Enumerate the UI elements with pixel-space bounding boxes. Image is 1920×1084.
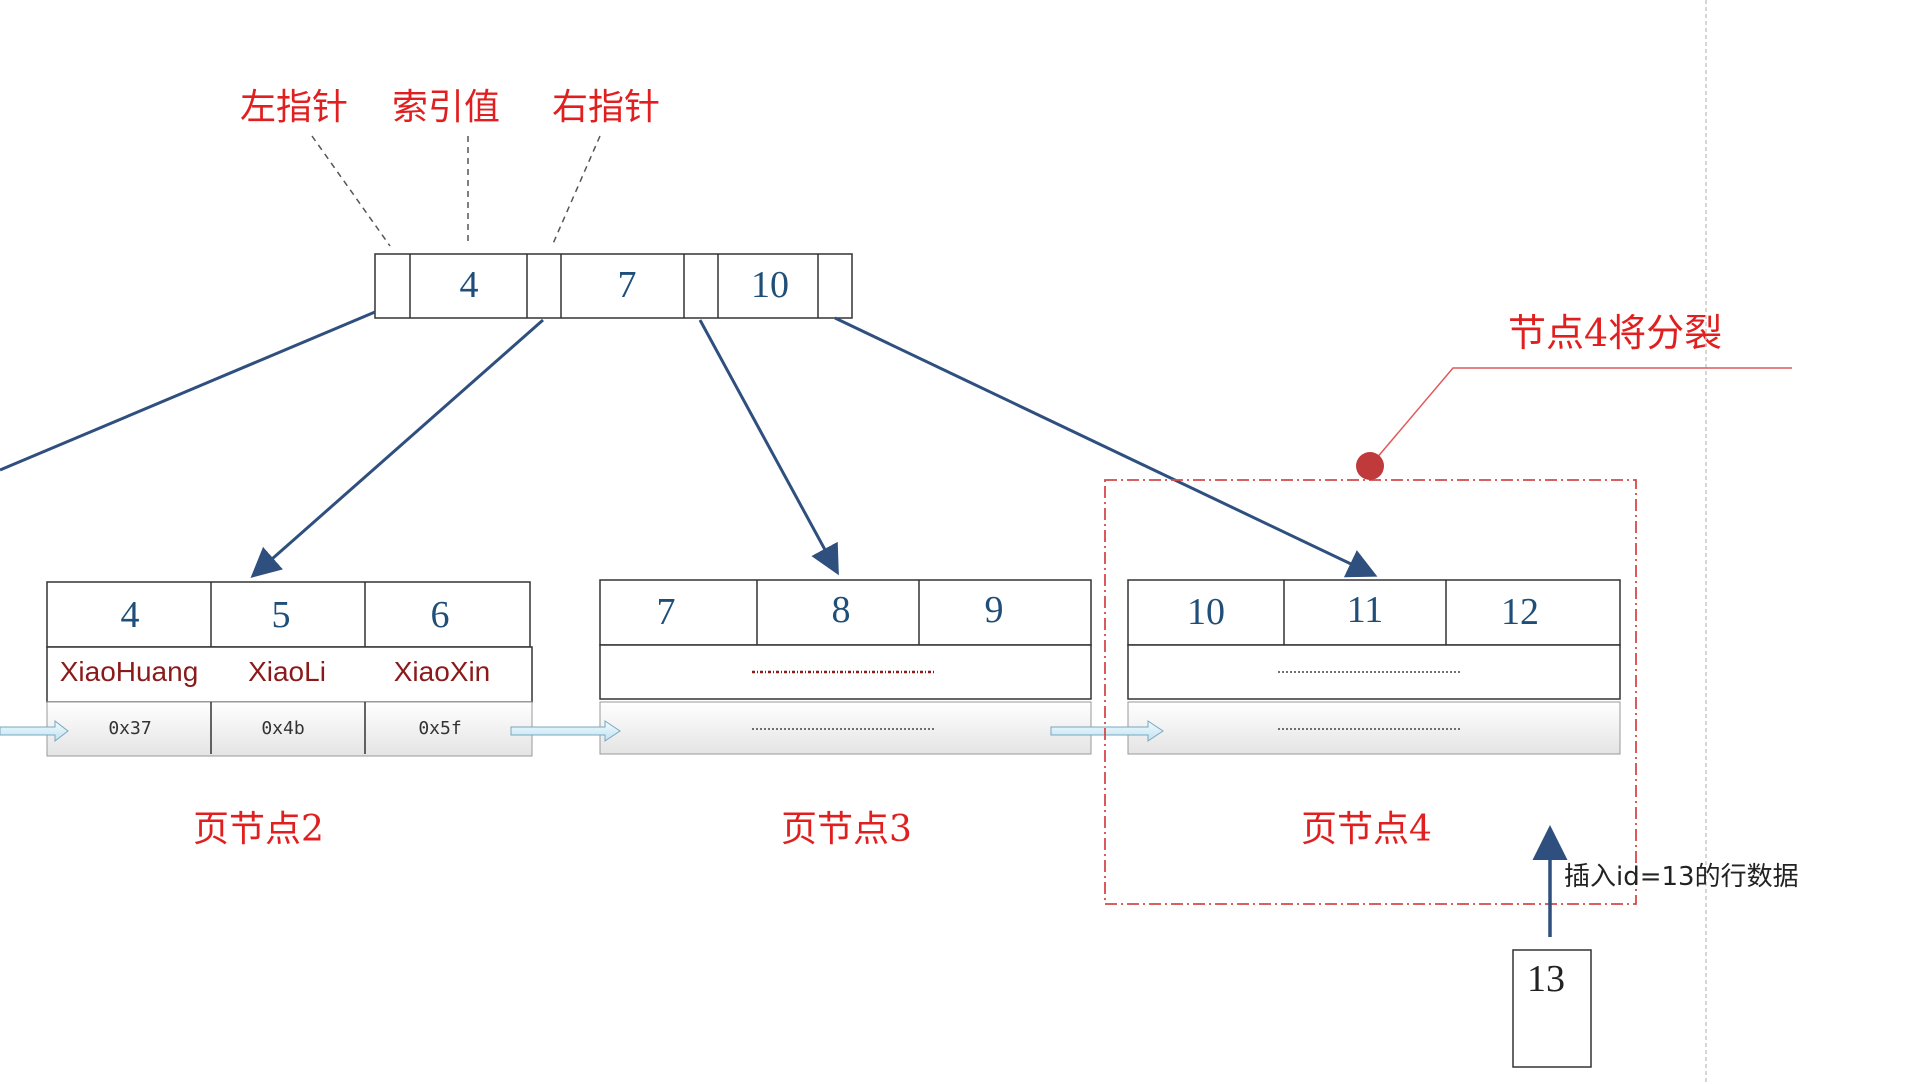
leaf-node-4: 10 11 12 (1127, 579, 1621, 755)
leaf-node-3: 7 8 9 (599, 579, 1092, 755)
leaf4-key-1: 10 (1187, 591, 1225, 633)
left-pointer-leader (311, 135, 391, 247)
leaf2-addr-2: 0x4b (261, 718, 304, 739)
leaf2-key-3: 6 (431, 594, 450, 636)
insert-box-value: 13 (1527, 958, 1565, 1000)
root-key-2: 7 (618, 264, 637, 306)
root-key-3: 10 (751, 264, 789, 306)
right-pointer-leader (551, 135, 601, 247)
leaf2-name-1: XiaoHuang (60, 656, 199, 687)
split-note-label: 节点4将分裂 (1508, 311, 1723, 355)
leaf3-key-1: 7 (657, 591, 676, 633)
pointer-line-node1 (0, 310, 376, 472)
leaf4-key-3: 12 (1501, 591, 1539, 633)
left-pointer-label: 左指针 (240, 87, 349, 128)
leaf2-name-3: XiaoXin (394, 656, 491, 687)
sibling-link-arrow-2-3 (510, 720, 621, 742)
leaf2-name-2: XiaoLi (248, 656, 326, 687)
sibling-link-arrow-3-4 (1050, 720, 1164, 742)
leaf4-key-2: 11 (1347, 589, 1384, 631)
insert-note: 插入id=13的行数据 (1564, 862, 1799, 892)
pointer-arrow-node3 (698, 319, 839, 576)
right-pointer-label: 右指针 (552, 87, 661, 128)
leaf3-key-3: 9 (985, 589, 1004, 631)
split-callout-line (1369, 367, 1792, 467)
root-key-1: 4 (460, 264, 479, 306)
leaf-node-4-title: 页节点4 (1301, 809, 1432, 850)
leaf-node-2-title: 页节点2 (193, 809, 324, 850)
insert-box (1512, 949, 1592, 1068)
leaf2-addr-1: 0x37 (108, 718, 151, 739)
pointer-arrow-node2 (250, 318, 544, 578)
index-value-label: 索引值 (392, 87, 501, 128)
pointer-arrow-node4 (834, 316, 1378, 578)
leaf-node-3-title: 页节点3 (781, 809, 912, 850)
leaf2-key-2: 5 (272, 594, 291, 636)
leaf2-addr-3: 0x5f (418, 718, 461, 739)
sibling-link-arrow-left (0, 719, 69, 743)
split-highlight-box (1104, 479, 1637, 905)
split-callout-dot (1356, 452, 1384, 480)
leaf3-key-2: 8 (832, 589, 851, 631)
leaf2-key-1: 4 (121, 594, 140, 636)
leaf-node-2: 4 5 6 XiaoHuang XiaoLi XiaoXin 0x37 0x4b… (46, 581, 533, 757)
root-node: 4 7 10 (374, 253, 853, 319)
